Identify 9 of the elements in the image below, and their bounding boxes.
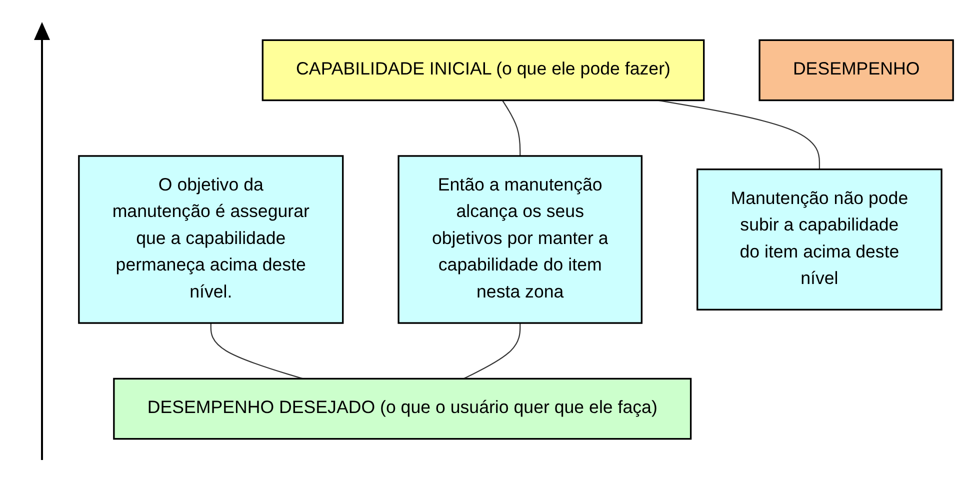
node-box: CAPABILIDADE INICIAL (o que ele pode fazer) [262,39,705,102]
connector [210,323,304,380]
node-box: Então a manutenção alcança os seus objetivos por manter a capabilidade do item nesta zona [398,155,642,324]
connector [463,323,521,380]
node-box: DESEMPENHO DESEJADO (o que o usuário quer que ele faça) [113,378,692,440]
node-box: Manutenção não pode subir a capabilidade do item acima deste nível [696,168,942,310]
node-box: DESEMPENHO [758,39,954,102]
connector [502,100,521,156]
node-box: O objetivo da manutenção é assegurar que a capabilidade permaneça acima deste nível. [78,155,344,324]
